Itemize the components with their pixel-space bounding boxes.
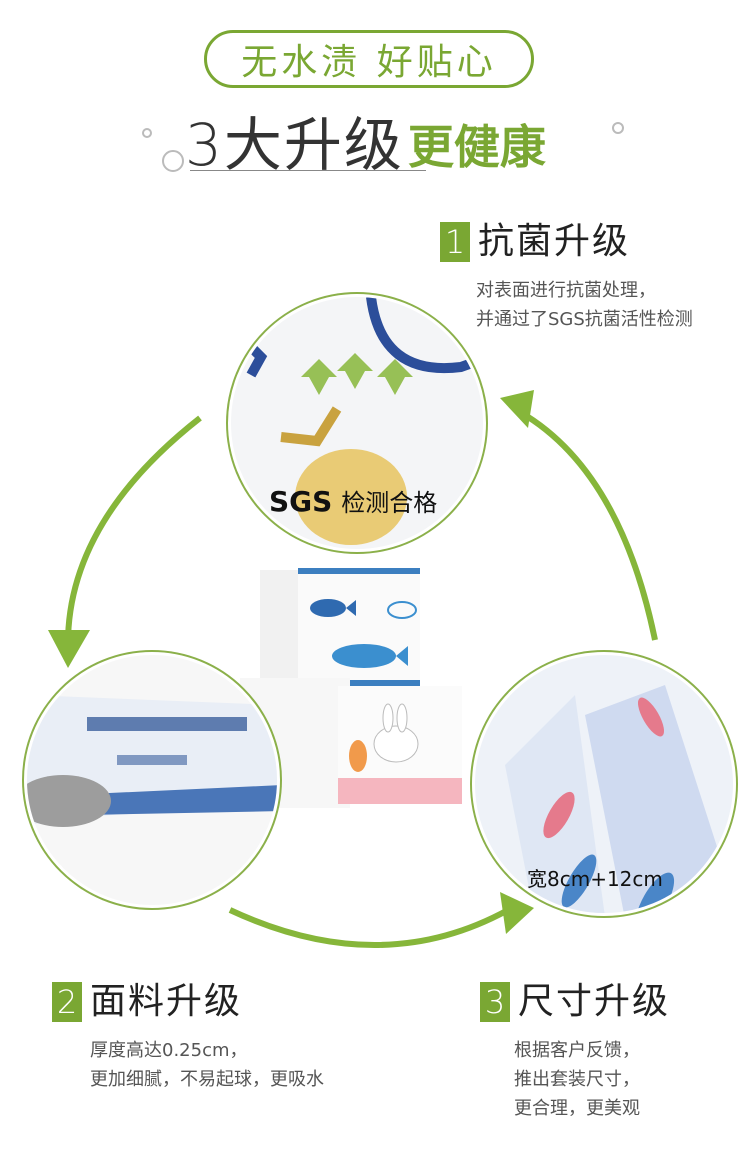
pink-stripe	[338, 778, 462, 804]
slogan-text: 无水渍 好贴心	[241, 42, 497, 83]
headline: 3大升级 更健康	[185, 100, 546, 180]
arrow-right-head	[500, 390, 534, 428]
decor-dot	[162, 150, 184, 172]
sgs-bold: SGS	[269, 485, 333, 518]
decor-dot	[142, 128, 152, 138]
feature-desc-line: 更加细腻，不易起球，更吸水	[90, 1069, 324, 1090]
fabric-circle	[24, 652, 280, 908]
feature-desc-1: 对表面进行抗菌处理， 并通过了SGS抗菌活性检测	[476, 276, 693, 334]
headline-thin: 3大升级	[185, 111, 404, 179]
arrow-bottom-curve	[228, 907, 510, 948]
feature-number-2: 2	[52, 982, 82, 1022]
size-circle: 宽8cm+12cm	[472, 652, 736, 916]
bunny-pattern	[349, 703, 419, 772]
cloth-strips	[505, 685, 733, 913]
feature-title-3: 尺寸升级	[518, 981, 671, 1022]
feature-number-1: 1	[440, 222, 470, 262]
headline-underline	[190, 170, 426, 171]
headline-bold: 更健康	[407, 120, 546, 174]
feature-desc-line: 根据客户反馈，	[514, 1040, 640, 1061]
feature-title-2: 面料升级	[90, 981, 243, 1022]
feature-number-3: 3	[480, 982, 510, 1022]
fabric-thickness	[27, 695, 277, 827]
size-label: 宽8cm+12cm	[527, 867, 663, 891]
feature-desc-line: 推出套装尺寸，	[514, 1069, 640, 1090]
arrow-bottom-head	[500, 892, 534, 934]
feature-desc-line: 厚度高达0.25cm，	[90, 1040, 248, 1061]
sgs-text: 检测合格	[341, 489, 438, 517]
slogan-pill: 无水渍 好贴心	[204, 30, 534, 88]
fabric-closeup	[237, 297, 483, 545]
feature-desc-2: 厚度高达0.25cm， 更加细腻，不易起球，更吸水	[90, 1036, 324, 1094]
arrow-right-curve	[518, 409, 658, 641]
feature-desc-3: 根据客户反馈， 推出套装尺寸， 更合理，更美观	[514, 1036, 640, 1123]
decor-dot	[612, 122, 624, 134]
sgs-label: SGS 检测合格	[269, 483, 437, 518]
antibacterial-circle: SGS 检测合格	[228, 294, 486, 552]
arrow-left-head	[48, 630, 90, 668]
arrow-left-curve	[65, 415, 202, 641]
feature-desc-line: 并通过了SGS抗菌活性检测	[476, 309, 693, 330]
fish-pattern	[310, 599, 417, 668]
roll-bunny	[338, 686, 462, 804]
feature-desc-line: 更合理，更美观	[514, 1098, 640, 1119]
feature-title-1: 抗菌升级	[478, 221, 631, 262]
feature-desc-line: 对表面进行抗菌处理，	[476, 280, 656, 301]
roll-fish	[298, 568, 420, 686]
product-rolls	[240, 560, 520, 820]
